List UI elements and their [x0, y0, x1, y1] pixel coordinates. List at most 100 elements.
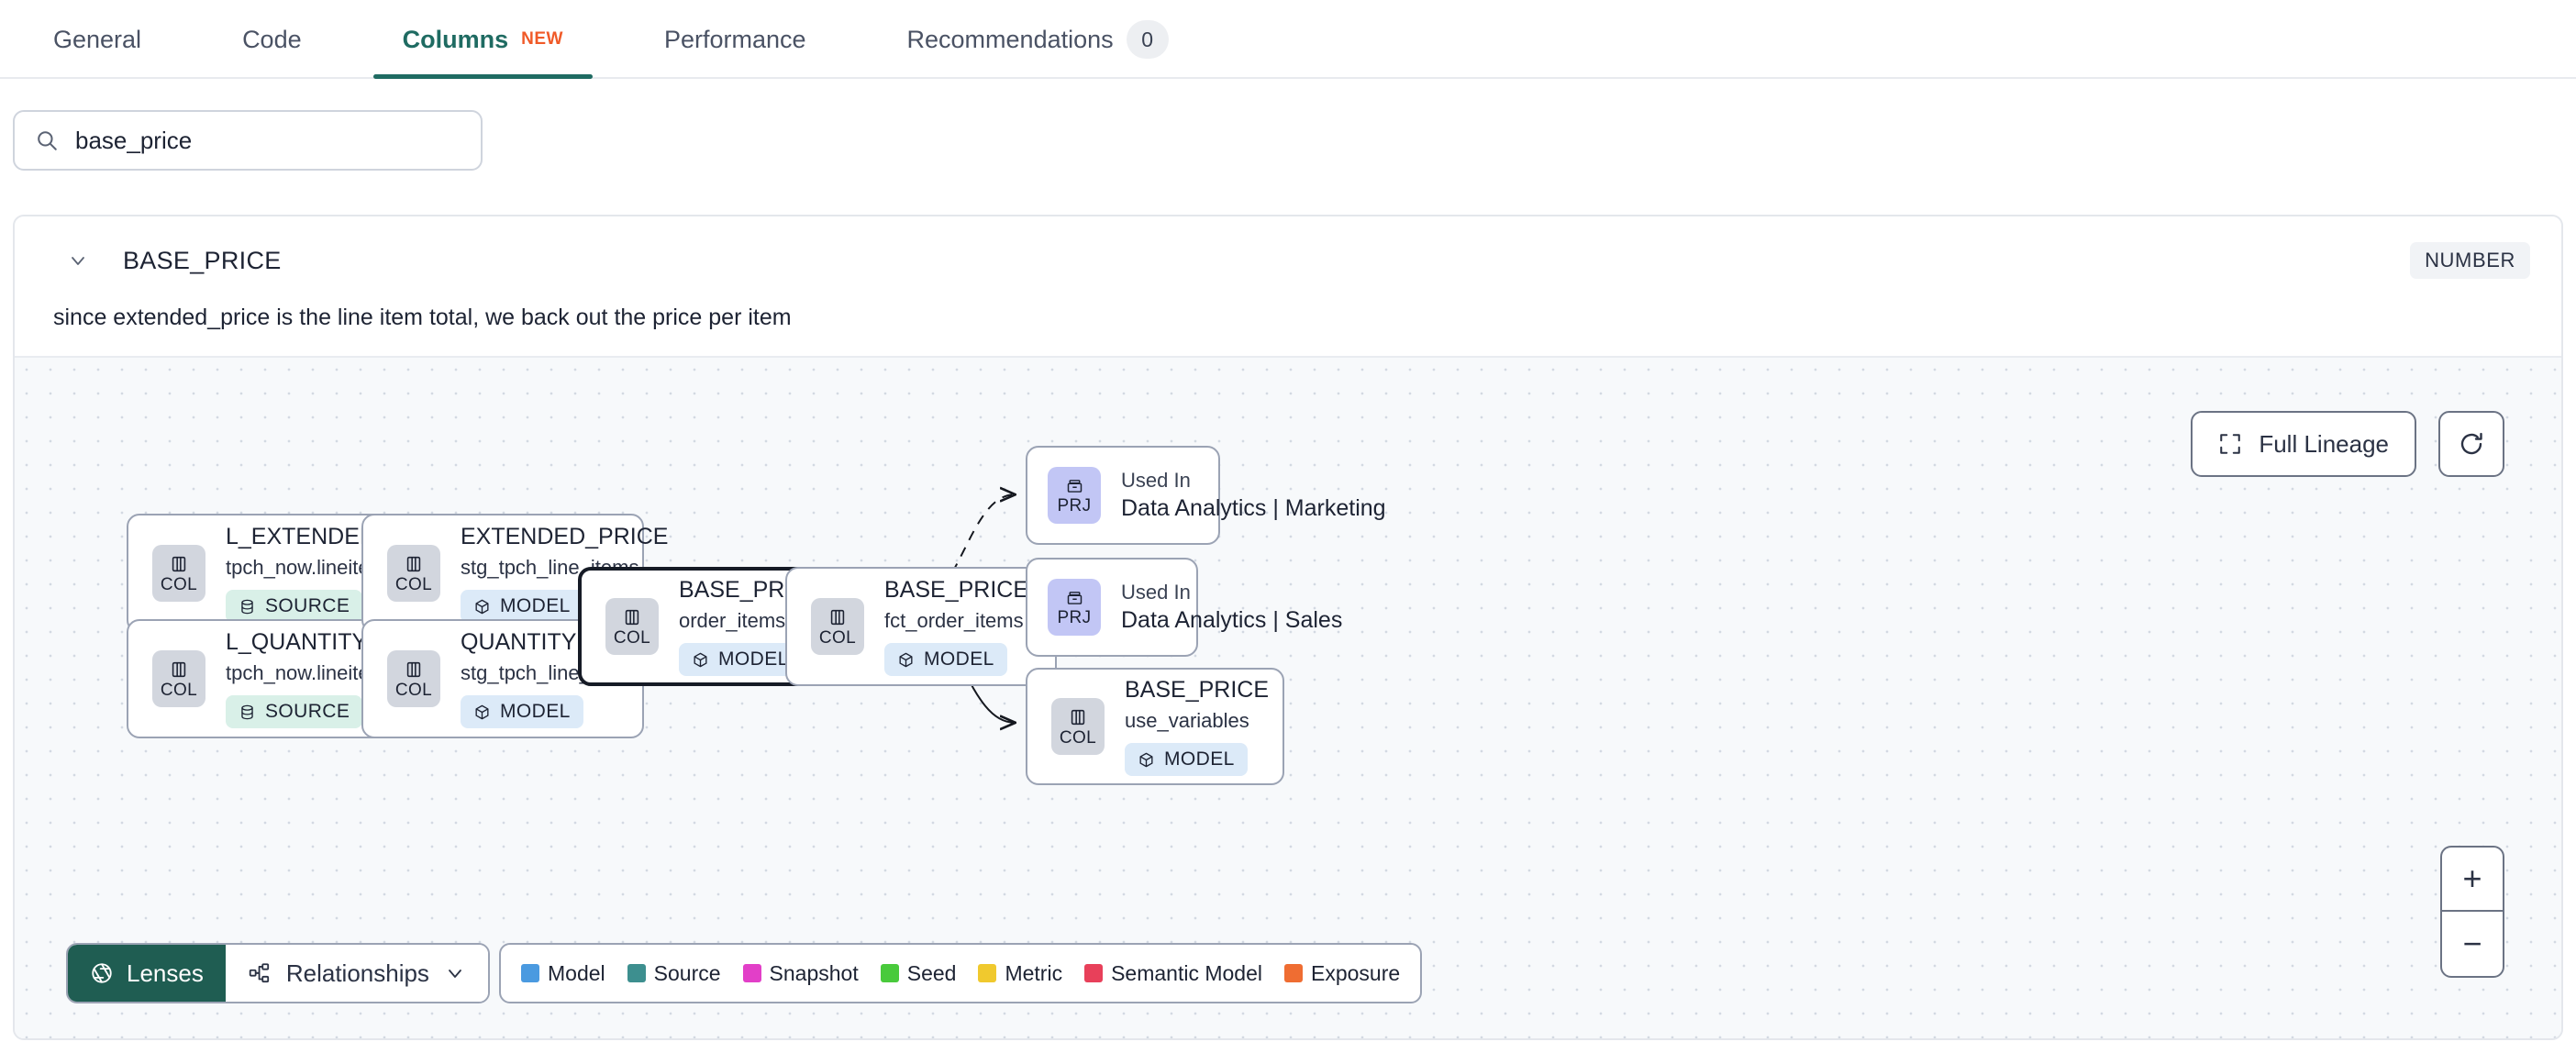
prj-badge-label: PRJ — [1057, 608, 1092, 627]
graph-node-project-marketing[interactable]: PRJ Used In Data Analytics | Marketing — [1026, 446, 1386, 545]
column-description: since extended_price is the line item to… — [53, 305, 792, 330]
legend-swatch — [627, 964, 646, 982]
lenses-toolbar: Lenses Relationships — [66, 943, 490, 1003]
prj-badge: PRJ — [1048, 579, 1101, 636]
legend-label: Metric — [1005, 960, 1063, 985]
recommendations-count-badge: 0 — [1126, 20, 1169, 59]
search-icon — [35, 128, 59, 152]
legend-item[interactable]: Snapshot — [742, 960, 859, 986]
col-badge-label: COL — [1059, 727, 1097, 748]
node-type-label: MODEL — [500, 701, 571, 723]
node-name: L_QUANTITY — [226, 628, 368, 655]
chevron-down-icon[interactable] — [66, 249, 90, 272]
lenses-button[interactable]: Lenses — [68, 945, 226, 1002]
node-type-label: MODEL — [718, 648, 789, 671]
legend-swatch — [521, 964, 539, 982]
legend-item[interactable]: Model — [521, 961, 605, 986]
legend-item[interactable]: Seed — [880, 960, 957, 986]
legend-item[interactable]: Semantic Model — [1084, 961, 1262, 986]
legend-item[interactable]: Exposure — [1284, 961, 1400, 986]
zoom-in-button[interactable]: + — [2442, 848, 2503, 912]
tab-label: Code — [242, 25, 302, 53]
col-badge-label: COL — [160, 574, 198, 594]
legend-swatch — [1284, 964, 1303, 982]
col-badge-label: COL — [160, 680, 198, 700]
tab-performance[interactable]: Performance — [664, 0, 806, 79]
legend-label: Seed — [906, 960, 957, 985]
cube-icon — [897, 651, 915, 669]
cube-icon — [692, 651, 709, 669]
legend-item[interactable]: Source — [627, 961, 721, 986]
lenses-label: Lenses — [127, 959, 204, 987]
zoom-out-button[interactable]: − — [2462, 925, 2482, 962]
col-badge: COL — [605, 598, 659, 655]
graph-node-base-price-fct-order-items[interactable]: COL BASE_PRICE fct_order_items MODEL — [785, 567, 1057, 686]
graph-node-project-sales[interactable]: PRJ Used In Data Analytics | Sales — [1026, 558, 1342, 657]
column-detail-panel: BASE_PRICE NUMBER since extended_price i… — [13, 215, 2563, 1040]
aperture-icon — [90, 961, 114, 985]
col-badge: COL — [387, 545, 440, 602]
database-icon — [239, 598, 256, 615]
tab-label: Performance — [663, 25, 806, 53]
cube-icon — [473, 704, 491, 721]
node-project-name: Data Analytics | Marketing — [1121, 495, 1386, 522]
relationships-button[interactable]: Relationships — [225, 945, 488, 1002]
full-lineage-button[interactable]: Full Lineage — [2191, 411, 2416, 477]
legend-item[interactable]: Metric — [978, 961, 1062, 986]
tab-label: Columns — [402, 25, 509, 53]
graph-node-base-price-use-variables[interactable]: COL BASE_PRICE use_variables MODEL — [1026, 668, 1284, 785]
lineage-canvas[interactable]: COL L_EXTENDEDPRICE tpch_now.lineitem SO… — [15, 356, 2561, 1038]
node-subtitle: fct_order_items — [884, 608, 1024, 632]
node-type-label: MODEL — [924, 648, 994, 671]
node-subtitle: tpch_now.lineitem — [226, 555, 386, 579]
col-badge: COL — [387, 650, 440, 707]
node-type-tag: SOURCE — [226, 590, 363, 624]
column-icon — [169, 660, 189, 680]
search-box[interactable] — [13, 110, 483, 171]
database-icon — [239, 704, 256, 721]
node-type-tag: MODEL — [461, 695, 583, 729]
col-badge-label: COL — [394, 574, 433, 594]
legend-label: Exposure — [1311, 960, 1401, 985]
node-type-label: SOURCE — [265, 701, 350, 723]
column-type-badge: NUMBER — [2410, 242, 2530, 279]
column-icon — [169, 554, 189, 574]
node-type-tag: MODEL — [679, 643, 802, 677]
node-name: EXTENDED_PRICE — [461, 523, 669, 549]
node-subtitle: tpch_now.lineitem — [226, 660, 386, 684]
archive-icon — [1065, 476, 1084, 495]
col-badge-label: COL — [613, 627, 651, 648]
col-badge: COL — [811, 598, 864, 655]
tab-general[interactable]: General — [53, 0, 141, 79]
refresh-button[interactable] — [2438, 411, 2504, 477]
cube-icon — [1138, 751, 1155, 769]
col-badge: COL — [152, 650, 205, 707]
node-type-label: MODEL — [500, 595, 571, 617]
chevron-down-icon — [444, 962, 466, 984]
node-name: BASE_PRICE — [1125, 676, 1270, 703]
node-type-label: MODEL — [1164, 748, 1235, 770]
cube-icon — [473, 598, 491, 615]
col-badge: COL — [152, 545, 205, 602]
column-name: BASE_PRICE — [123, 246, 282, 274]
node-type-tag: MODEL — [1125, 743, 1248, 777]
column-icon — [404, 554, 424, 574]
col-badge-label: COL — [818, 627, 857, 648]
tab-label: Recommendations — [906, 25, 1114, 53]
tab-recommendations[interactable]: Recommendations 0 — [907, 0, 1169, 79]
node-type-tag: MODEL — [461, 590, 583, 624]
prj-badge: PRJ — [1048, 467, 1101, 524]
node-usage-label: Used In — [1121, 468, 1191, 492]
node-project-name: Data Analytics | Sales — [1121, 607, 1343, 634]
node-subtitle: use_variables — [1125, 708, 1249, 732]
tab-bar: General Code Columns NEW Performance Rec… — [0, 0, 2576, 79]
legend-label: Source — [653, 960, 721, 985]
search-input[interactable] — [75, 126, 461, 155]
legend-label: Snapshot — [769, 960, 859, 985]
col-badge: COL — [1051, 698, 1105, 755]
node-type-tag: MODEL — [884, 643, 1007, 677]
graph-node-base-price-order-items[interactable]: COL BASE_PRICE order_items MODEL — [578, 567, 823, 686]
legend-label: Semantic Model — [1111, 960, 1262, 985]
tab-code[interactable]: Code — [242, 0, 302, 79]
tab-columns[interactable]: Columns NEW — [372, 0, 594, 79]
